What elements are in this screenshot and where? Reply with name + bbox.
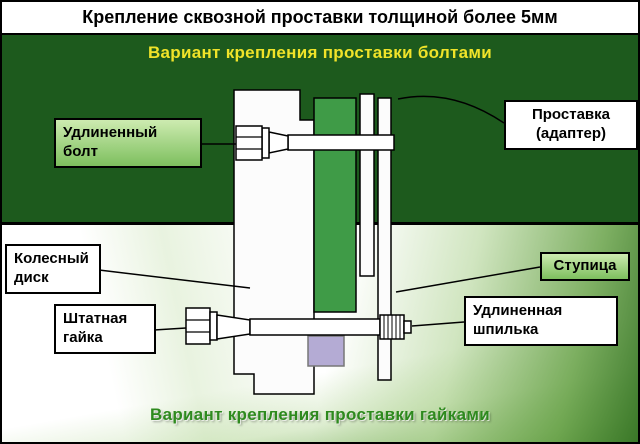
label-stock-nut: Штатная гайка	[54, 304, 156, 354]
callout-line-hub	[395, 266, 541, 293]
callout-line-nut	[153, 327, 187, 331]
wheel-disk-shape	[233, 89, 315, 395]
label-extended-stud: Удлиненная шпилька	[464, 296, 618, 346]
nut-variant-heading: Вариант крепления проставки гайками	[150, 405, 490, 424]
lavender-block-shape	[307, 335, 345, 367]
label-spacer-adapter: Проставка (адаптер)	[504, 100, 638, 150]
callout-line-spacer	[397, 95, 505, 124]
page-title: Крепление сквозной проставки толщиной бо…	[82, 7, 558, 27]
extended-stud-shape	[216, 314, 412, 340]
extended-bolt-shape	[235, 125, 395, 161]
stock-nut-shape	[185, 307, 218, 345]
callout-lines	[98, 95, 541, 331]
spacer-shape	[313, 97, 357, 313]
label-wheel-disk: Колесный диск	[5, 244, 101, 294]
label-extended-bolt: Удлиненный болт	[54, 118, 202, 168]
callout-line-stud	[411, 321, 465, 327]
label-hub: Ступица	[540, 252, 630, 281]
title-bar: Крепление сквозной проставки толщиной бо…	[2, 2, 638, 33]
bolt-variant-heading: Вариант крепления проставки болтами	[147, 43, 493, 62]
callout-line-disk	[98, 269, 251, 289]
